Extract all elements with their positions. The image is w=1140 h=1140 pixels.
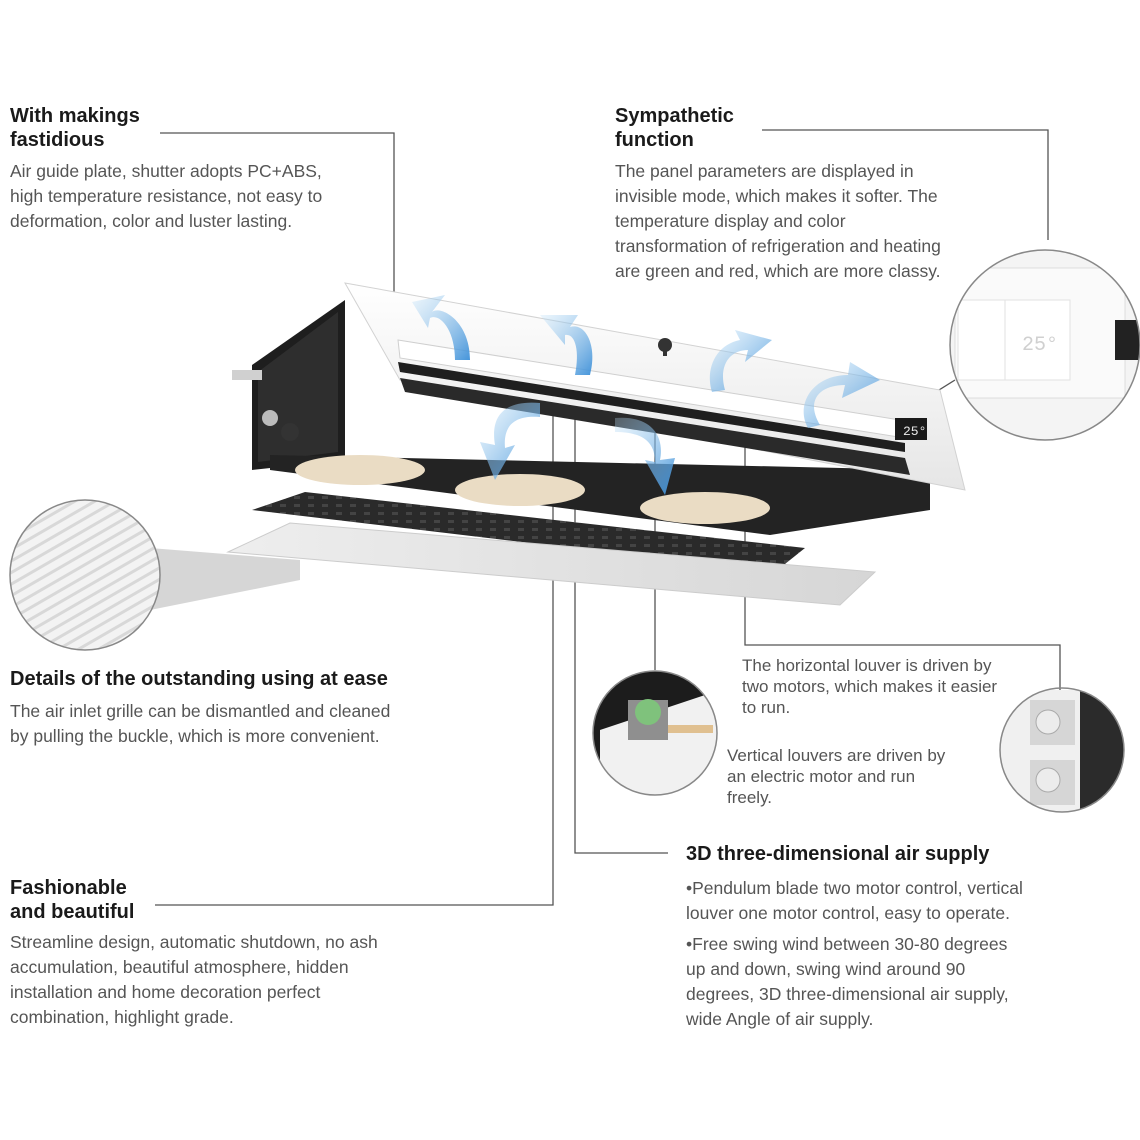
airflow-arrow-icon <box>709 330 772 392</box>
makings-heading: With makings fastidious <box>10 105 140 151</box>
leader-line-horizontal <box>744 420 1061 690</box>
vertical-louver-text: Vertical louvers are driven by an electr… <box>727 746 946 807</box>
grille-zoom-circle <box>9 499 300 651</box>
panel-temperature-display: 25° <box>1022 334 1058 357</box>
details-body: The air inlet grille can be dismantled a… <box>10 701 391 746</box>
fashionable-body: Streamline design, automatic shutdown, n… <box>10 932 378 1027</box>
vertical-motor-zoom-circle <box>592 670 718 796</box>
airflow-arrow-icon <box>412 295 470 360</box>
airflow-arrows <box>412 295 880 495</box>
airflow-arrow-icon <box>615 417 675 495</box>
unit-temperature-display: 25° <box>903 424 926 439</box>
inlet-grille <box>226 522 877 606</box>
fan-middle <box>455 474 585 506</box>
airflow-arrow-icon <box>480 402 540 480</box>
airflow-arrow-icon <box>540 315 593 375</box>
control-panel-zoom-circle: 25° <box>949 249 1140 441</box>
fan-right <box>640 492 770 524</box>
airflow-arrow-icon <box>803 362 880 428</box>
leader-line-sympathetic <box>762 129 1049 240</box>
sympathetic-body: The panel parameters are displayed in in… <box>615 161 941 281</box>
fan-left <box>295 455 425 485</box>
air-filter <box>252 492 805 572</box>
sympathetic-heading: Sympathetic function <box>615 105 734 151</box>
leader-line-makings <box>160 132 395 330</box>
horizontal-motor-zoom-circle <box>999 687 1125 813</box>
air-supply-heading: 3D three-dimensional air supply <box>686 843 990 865</box>
horizontal-louver-text: The horizontal louver is driven by two m… <box>742 656 998 717</box>
brand-tree-logo-icon <box>658 338 672 356</box>
indoor-unit: 25° <box>226 282 966 606</box>
fashionable-heading: Fashionable and beautiful <box>10 877 135 923</box>
details-heading: Details of the outstanding using at ease <box>10 668 388 690</box>
air-supply-bullet-1: •Pendulum blade two motor control, verti… <box>686 878 1023 923</box>
air-supply-bullet-2: •Free swing wind between 30-80 degrees u… <box>686 934 1009 1029</box>
makings-body: Air guide plate, shutter adopts PC+ABS, … <box>10 161 323 231</box>
